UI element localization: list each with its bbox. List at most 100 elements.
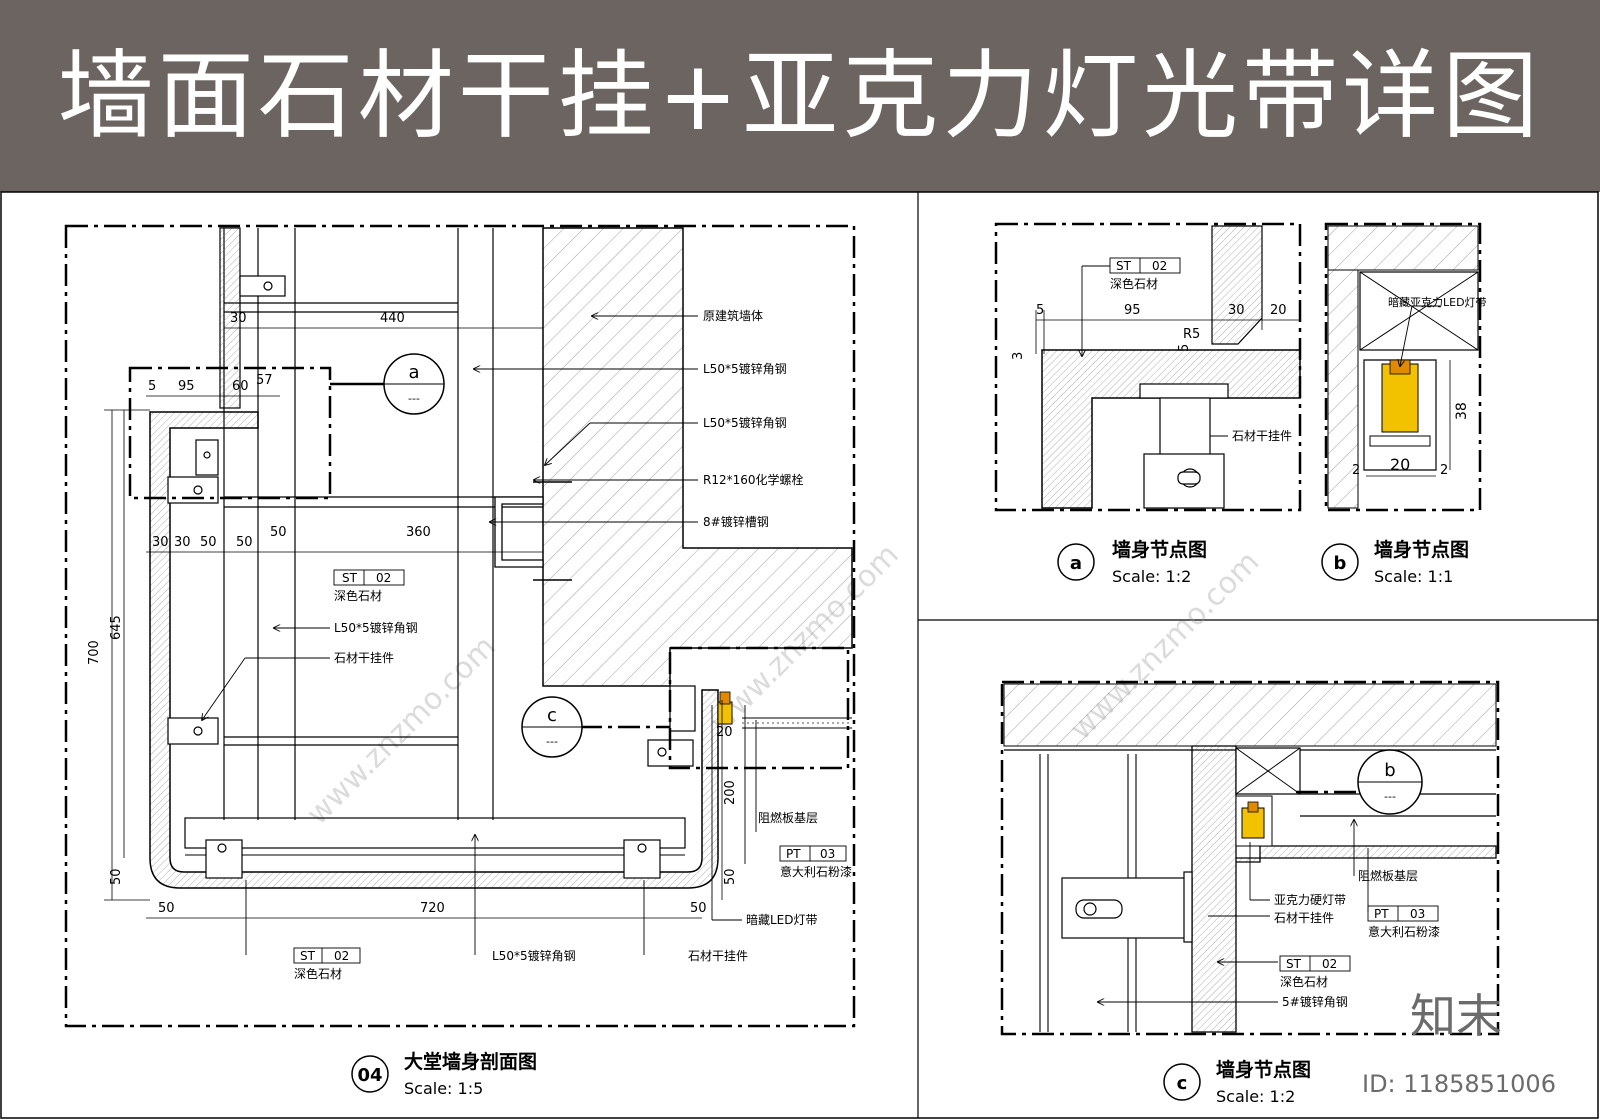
main-frame: [64, 224, 856, 1028]
svg-text:暗藏亚克力LED灯带: 暗藏亚克力LED灯带: [1388, 295, 1487, 309]
svg-text:L50*5镀锌角钢: L50*5镀锌角钢: [492, 949, 576, 963]
svg-text:大堂墙身剖面图: 大堂墙身剖面图: [404, 1050, 537, 1073]
svg-text:700: 700: [87, 640, 102, 665]
svg-text:50: 50: [236, 535, 253, 550]
main-section-drawing: a --- c --- 30 440 5 95 60 57 30 30 50 5…: [64, 224, 856, 1098]
svg-text:石材干挂件: 石材干挂件: [688, 949, 748, 963]
svg-text:---: ---: [1384, 790, 1396, 803]
svg-text:a: a: [1070, 553, 1082, 574]
svg-text:30: 30: [230, 311, 247, 326]
svg-text:440: 440: [380, 311, 405, 326]
svg-text:意大利石粉漆: 意大利石粉漆: [780, 864, 852, 879]
svg-text:L50*5镀锌角钢: L50*5镀锌角钢: [334, 621, 418, 635]
svg-text:50: 50: [109, 868, 124, 885]
svg-text:亚克力硬灯带: 亚克力硬灯带: [1274, 893, 1346, 907]
svg-text:墙身节点图: 墙身节点图: [1374, 538, 1469, 561]
svg-text:暗藏LED灯带: 暗藏LED灯带: [746, 912, 818, 927]
callout-box-c: [668, 646, 850, 770]
led-strip: [717, 701, 733, 725]
svg-text:3: 3: [1011, 352, 1026, 360]
svg-text:5: 5: [1036, 303, 1044, 318]
svg-text:原建筑墙体: 原建筑墙体: [703, 308, 763, 323]
svg-text:5: 5: [1177, 344, 1192, 352]
detail-c: b --- 阻燃板基层 亚克力硬灯带 石材干挂件 PT 03 意大利石粉漆 ST…: [1000, 680, 1500, 1106]
detail-b-led: [1381, 363, 1419, 433]
svg-text:墙身节点图: 墙身节点图: [1216, 1058, 1311, 1081]
svg-text:石材干挂件: 石材干挂件: [334, 651, 394, 665]
svg-text:5: 5: [148, 379, 156, 394]
svg-text:深色石材: 深色石材: [1110, 277, 1158, 291]
svg-text:60: 60: [232, 379, 249, 394]
svg-text:2: 2: [1352, 463, 1360, 478]
svg-text:50: 50: [270, 525, 287, 540]
detail-b: 暗藏亚克力LED灯带 38 20 2 2 b 墙身节点图 Scale: 1:1: [1321, 222, 1487, 586]
detail-a-badge: [1057, 543, 1095, 581]
svg-text:---: ---: [408, 392, 420, 405]
led-housing: [669, 685, 696, 732]
svg-text:L50*5镀锌角钢: L50*5镀锌角钢: [703, 362, 787, 376]
svg-text:30: 30: [152, 535, 169, 550]
svg-text:02: 02: [334, 949, 349, 963]
svg-text:石材干挂件: 石材干挂件: [1274, 911, 1334, 925]
svg-text:20: 20: [1390, 455, 1410, 474]
svg-text:意大利石粉漆: 意大利石粉漆: [1368, 924, 1440, 939]
svg-text:墙身节点图: 墙身节点图: [1112, 538, 1207, 561]
svg-text:a: a: [408, 362, 419, 383]
svg-text:ST: ST: [1286, 957, 1302, 971]
detail-a-stone: [1041, 349, 1301, 509]
svg-text:PT: PT: [786, 847, 801, 861]
svg-text:38: 38: [1454, 402, 1470, 420]
watermark: www.znzmo.com www.znzmo.com www.znzmo.co…: [300, 537, 1266, 832]
svg-text:02: 02: [1152, 259, 1167, 273]
svg-text:Scale: 1:1: Scale: 1:1: [1374, 567, 1453, 586]
stone-hanger-brackets: [167, 275, 694, 879]
svg-text:ST: ST: [300, 949, 316, 963]
detail-c-led: [1241, 807, 1265, 839]
svg-text:360: 360: [406, 525, 431, 540]
svg-text:95: 95: [178, 379, 195, 394]
svg-text:2: 2: [1440, 463, 1448, 478]
svg-text:03: 03: [1410, 907, 1425, 921]
detail-c-badge: [1163, 1063, 1201, 1101]
svg-text:Scale: 1:2: Scale: 1:2: [1216, 1087, 1295, 1106]
existing-wall: [542, 227, 853, 687]
image-id: ID: 1185851006: [1362, 1070, 1556, 1098]
detail-a: ST 02 深色石材 5 95 30 20 R5 3 5 石材干挂件 a 墙身节…: [994, 222, 1302, 586]
svg-text:c: c: [547, 705, 557, 726]
svg-text:30: 30: [1228, 303, 1245, 318]
svg-text:ST: ST: [1116, 259, 1132, 273]
tag-pt-c: PT 03 意大利石粉漆: [1367, 905, 1440, 939]
svg-text:720: 720: [420, 901, 445, 916]
svg-text:645: 645: [109, 615, 124, 640]
sheet-border: [0, 191, 1599, 1119]
drawing-number-badge: [351, 1055, 389, 1093]
tag-st-c: ST 02 深色石材: [1279, 955, 1351, 989]
stone-cladding: [149, 411, 719, 889]
svg-text:PT: PT: [1374, 907, 1389, 921]
bottom-angle: [184, 817, 686, 849]
page-title: 墙面石材干挂+亚克力灯光带详图: [57, 40, 1543, 152]
svg-text:200: 200: [723, 780, 738, 805]
svg-text:50: 50: [200, 535, 217, 550]
svg-text:b: b: [1384, 760, 1395, 781]
detail-c-frame: [1000, 680, 1500, 1036]
svg-text:阻燃板基层: 阻燃板基层: [1358, 868, 1418, 883]
tag-pt-main: PT 03 意大利石粉漆: [779, 845, 852, 879]
tag-st-a: ST 02 深色石材: [1082, 257, 1181, 356]
tag-st-bottom: ST 02 深色石材: [293, 947, 361, 981]
svg-text:50: 50: [158, 901, 175, 916]
svg-text:02: 02: [376, 571, 391, 585]
svg-text:Scale: 1:5: Scale: 1:5: [404, 1079, 483, 1098]
svg-text:20: 20: [716, 725, 733, 740]
detail-a-upper-stone: [1211, 225, 1263, 345]
svg-text:02: 02: [1322, 957, 1337, 971]
callout-box-a: [128, 366, 332, 500]
svg-text:www.znzmo.com: www.znzmo.com: [300, 629, 503, 832]
svg-text:ST: ST: [342, 571, 358, 585]
svg-text:深色石材: 深色石材: [294, 967, 342, 981]
svg-text:30: 30: [174, 535, 191, 550]
tag-st-main: ST 02 深色石材: [333, 569, 405, 603]
svg-text:石材干挂件: 石材干挂件: [1232, 429, 1292, 443]
svg-text:R12*160化学螺栓: R12*160化学螺栓: [703, 472, 804, 487]
